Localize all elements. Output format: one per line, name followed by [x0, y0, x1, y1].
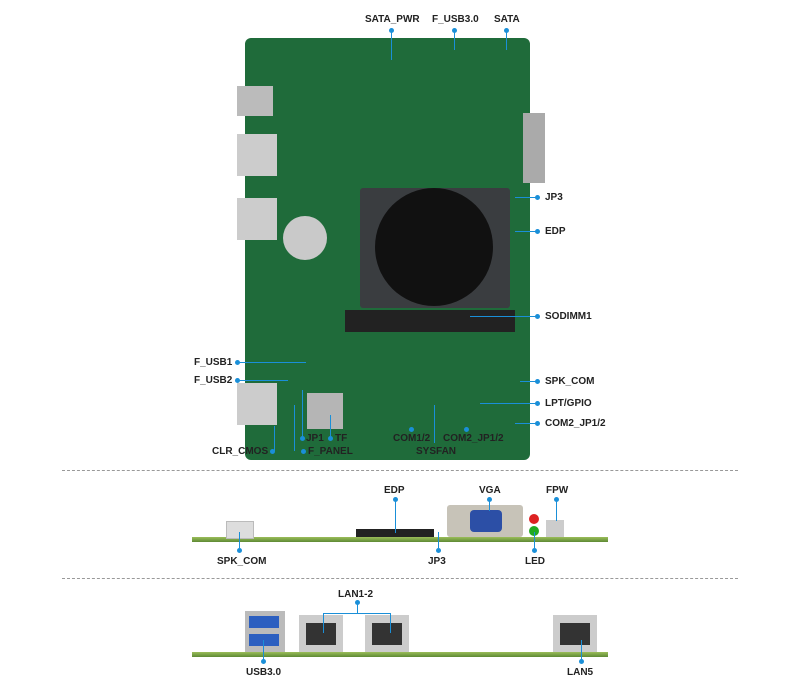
label-sodimm1: SODIMM1 [545, 311, 592, 322]
lan2-port [365, 615, 409, 652]
tf-slot [307, 393, 343, 429]
lan-port [237, 198, 277, 240]
leader-line [263, 640, 264, 660]
label-spk-com: SPK_COM [545, 376, 595, 387]
leader-dot [328, 436, 333, 441]
leader-dot [535, 379, 540, 384]
leader-line [520, 381, 537, 382]
leader-dot [579, 659, 584, 664]
board-side-view-2 [192, 652, 608, 657]
divider [62, 578, 738, 579]
label-lan1-2: LAN1-2 [338, 589, 374, 600]
label-f-usb3: F_USB3.0 [432, 14, 479, 25]
lan-port [237, 383, 277, 425]
label-spk-com-side: SPK_COM [217, 556, 267, 567]
leader-line [506, 30, 507, 50]
leader-line [480, 403, 537, 404]
leader-dot [409, 427, 414, 432]
label-led: LED [525, 556, 545, 567]
leader-line [434, 405, 435, 443]
label-lan5: LAN5 [567, 667, 594, 678]
leader-line [238, 362, 306, 363]
label-com2-jp12: COM2_JP1/2 [545, 418, 606, 429]
leader-dot [535, 195, 540, 200]
label-edp: EDP [545, 226, 566, 237]
vga-port [523, 113, 545, 183]
leader-line [438, 532, 439, 548]
label-lpt-gpio: LPT/GPIO [545, 398, 592, 409]
lan1-port [299, 615, 343, 652]
leader-line [556, 499, 557, 521]
leader-line [294, 405, 295, 451]
board-top-view [237, 38, 545, 460]
leader-dot [532, 548, 537, 553]
cpu-fan [375, 188, 493, 306]
label-jp1: JP1 [306, 433, 324, 444]
label-jp3-side: JP3 [428, 556, 446, 567]
label-edp-side: EDP [384, 485, 405, 496]
label-tf: TF [335, 433, 348, 444]
label-com12: COM1/2 [393, 433, 431, 444]
edp-connector [356, 529, 434, 537]
leader-dot [270, 449, 275, 454]
leader-line [454, 30, 455, 50]
label-jp3: JP3 [545, 192, 563, 203]
sodimm-slot [345, 310, 515, 332]
fpw-button [546, 520, 564, 537]
led-red [529, 514, 539, 524]
leader-line [515, 423, 537, 424]
label-com2-jp12-bottom: COM2_JP1/2 [443, 433, 504, 444]
leader-line [489, 499, 490, 511]
leader-line [238, 380, 288, 381]
spk-com-connector [226, 521, 254, 539]
leader-line [330, 415, 331, 437]
label-usb3: USB3.0 [246, 667, 282, 678]
leader-line [395, 499, 396, 533]
leader-dot [535, 229, 540, 234]
leader-line [323, 613, 391, 614]
lan5-port [553, 615, 597, 652]
leader-line [534, 532, 535, 548]
usb3-slot [249, 616, 279, 628]
label-sata: SATA [494, 14, 520, 25]
cmos-battery [283, 216, 327, 260]
label-sysfan: SYSFAN [416, 446, 457, 457]
label-clr-cmos: CLR_CMOS [212, 446, 269, 457]
leader-line [470, 316, 537, 317]
divider [62, 470, 738, 471]
leader-line [302, 390, 303, 437]
vga-port-face [470, 510, 502, 532]
leader-line [274, 426, 275, 451]
leader-dot [235, 360, 240, 365]
leader-dot [300, 436, 305, 441]
label-f-usb2: F_USB2 [194, 375, 233, 386]
leader-line [239, 532, 240, 548]
leader-line [391, 30, 392, 60]
leader-dot [301, 449, 306, 454]
led-green [529, 526, 539, 536]
usb-port [237, 86, 273, 116]
leader-dot [261, 659, 266, 664]
leader-line [390, 613, 391, 633]
lan-port [237, 134, 277, 176]
leader-line [581, 640, 582, 660]
leader-line [515, 231, 537, 232]
leader-line [357, 602, 358, 613]
leader-dot [535, 421, 540, 426]
board-side-view-1 [192, 537, 608, 542]
leader-line [515, 197, 537, 198]
leader-dot [464, 427, 469, 432]
usb3-slot [249, 634, 279, 646]
label-sata-pwr: SATA_PWR [365, 14, 420, 25]
label-vga: VGA [479, 485, 501, 496]
label-f-panel: F_PANEL [308, 446, 353, 457]
label-fpw: FPW [546, 485, 569, 496]
label-f-usb1: F_USB1 [194, 357, 233, 368]
leader-dot [535, 314, 540, 319]
leader-dot [235, 378, 240, 383]
leader-dot [535, 401, 540, 406]
leader-dot [237, 548, 242, 553]
leader-line [323, 613, 324, 633]
leader-dot [436, 548, 441, 553]
